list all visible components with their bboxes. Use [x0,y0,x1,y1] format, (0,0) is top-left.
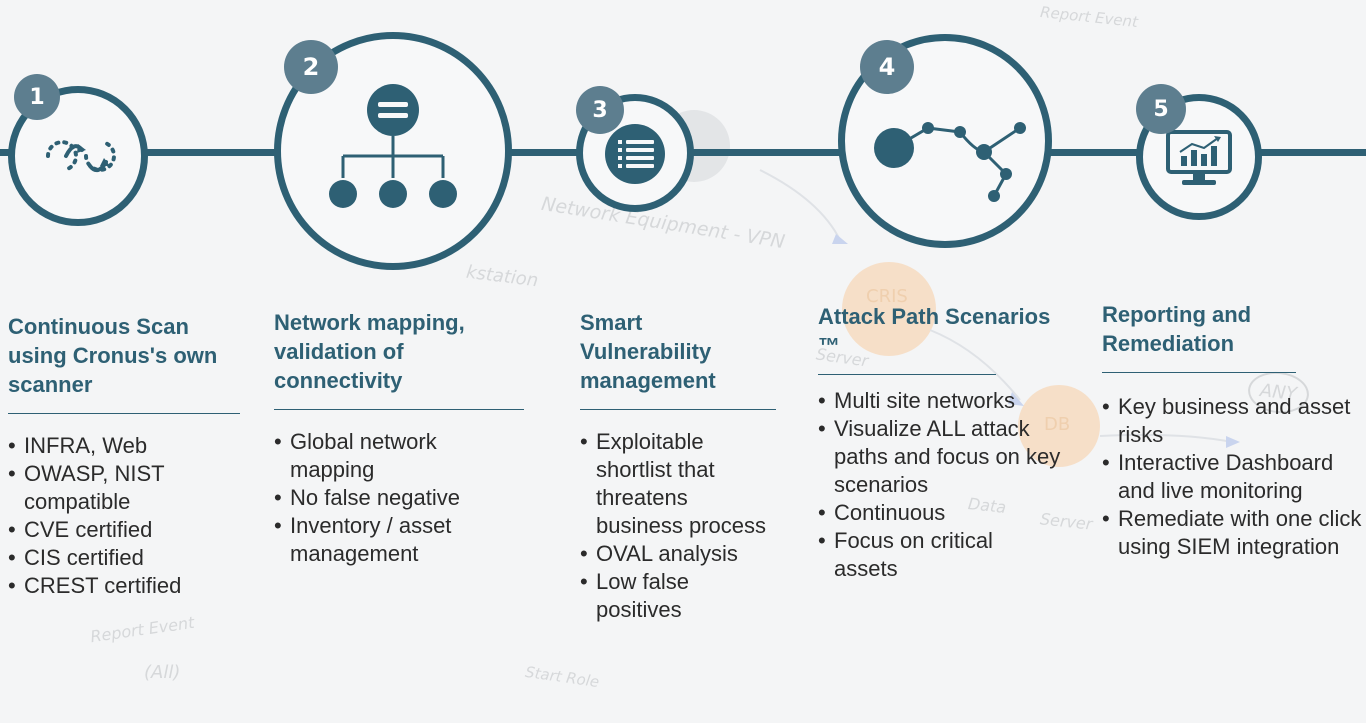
step-1-bullets: INFRA, Web OWASP, NIST compatible CVE ce… [8,432,240,600]
step-5-title: Reporting and Remediation [1102,302,1252,356]
list-item: No false negative [274,484,524,512]
list-item: Multi site networks [818,387,1062,415]
divider [274,409,524,410]
list-item: OWASP, NIST compatible [8,460,240,516]
list-item: CIS certified [8,544,240,572]
step-4-title: Attack Path Scenarios ™ [818,304,1051,358]
divider [580,409,776,410]
step-5-column: Reporting and Remediation Key business a… [1102,300,1362,561]
step-4-bullets: Multi site networks Visualize ALL attack… [818,387,1062,583]
background-label: (All) [144,662,181,683]
list-item: CREST certified [8,572,240,600]
list-item: INFRA, Web [8,432,240,460]
step-4-circle [838,34,1052,248]
list-item: Exploitable shortlist that threatens bus… [580,428,776,540]
step-2-badge: 2 [284,40,338,94]
step-2-title: Network mapping, validation of connectiv… [274,310,465,393]
list-item: Inventory / asset management [274,512,524,568]
background-node-cris [842,262,936,356]
step-3-bullets: Exploitable shortlist that threatens bus… [580,428,776,624]
divider [818,374,996,375]
step-2-bullets: Global network mapping No false negative… [274,428,524,568]
monitor-chart-icon [1166,130,1232,185]
list-item: Focus on critical assets [818,527,1062,583]
list-item: Global network mapping [274,428,524,484]
divider [8,413,240,414]
step-3-title: Smart Vulnerability management [580,310,716,393]
cycle-arrows-icon [46,140,116,173]
list-item: OVAL analysis [580,540,776,568]
step-2-column: Network mapping, validation of connectiv… [274,308,524,568]
step-3-badge: 3 [576,86,624,134]
list-item: Interactive Dashboard and live monitorin… [1102,449,1362,505]
list-item: Remediate with one click using SIEM inte… [1102,505,1362,561]
list-item: Continuous [818,499,1062,527]
step-1-column: Continuous Scan using Cronus's own scann… [8,312,240,600]
step-5-badge: 5 [1136,84,1186,134]
step-1-title: Continuous Scan using Cronus's own scann… [8,314,218,397]
hierarchy-icon [329,84,457,208]
step-4-badge: 4 [860,40,914,94]
list-item: Low false positives [580,568,776,624]
attack-path-icon [874,122,1026,202]
divider [1102,372,1296,373]
step-1-badge: 1 [14,74,60,120]
list-icon [605,124,665,184]
step-3-column: Smart Vulnerability management Exploitab… [580,308,776,624]
background-label: CRIS [866,286,908,307]
list-item: Visualize ALL attack paths and focus on … [818,415,1062,499]
step-5-bullets: Key business and asset risks Interactive… [1102,393,1362,561]
list-item: CVE certified [8,516,240,544]
step-4-column: Attack Path Scenarios ™ Multi site netwo… [818,302,1062,583]
list-item: Key business and asset risks [1102,393,1362,449]
